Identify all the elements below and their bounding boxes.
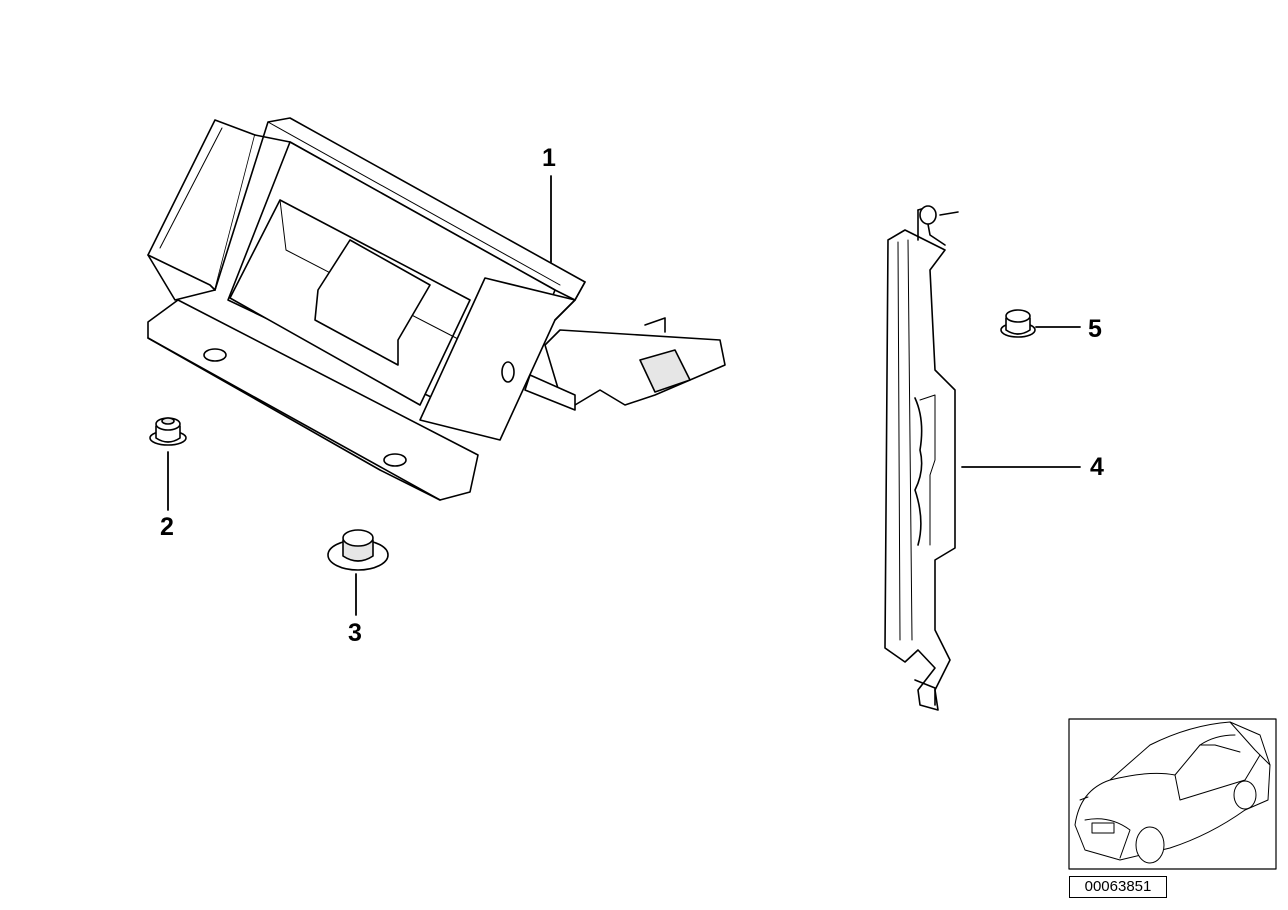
callout-4: 4 (1090, 453, 1104, 481)
car-thumbnail-icon (1068, 718, 1277, 870)
support-rail-illustration (884, 205, 1081, 711)
reference-number: 00063851 (1069, 876, 1167, 898)
callout-2: 2 (160, 513, 174, 541)
callout-5: 5 (1088, 315, 1102, 343)
rivet-illustration (327, 529, 389, 616)
nut-illustration (1000, 309, 1081, 338)
callout-3: 3 (348, 619, 362, 647)
bolt-illustration (149, 417, 187, 511)
callout-1: 1 (542, 144, 556, 172)
bracket-illustration (147, 117, 726, 501)
